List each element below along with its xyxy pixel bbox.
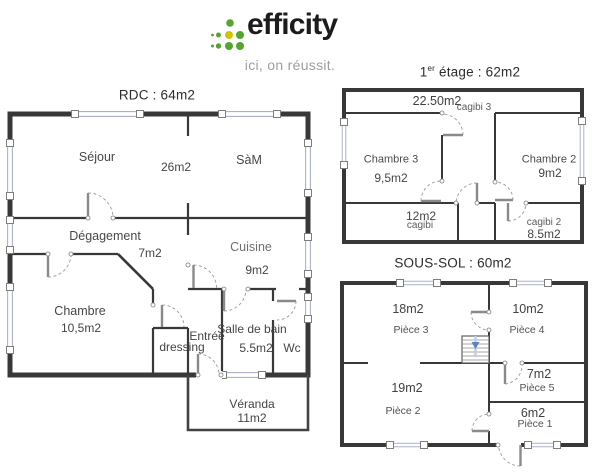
room-label-chambre2: Chambre 2 (521, 153, 577, 166)
room-label-piece1: Pièce 1 (517, 417, 553, 430)
room-label-piece3: Pièce 3 (393, 323, 429, 336)
room-area-piece3: 18m2 (392, 301, 424, 316)
room-area-sejour: 26m2 (160, 160, 192, 174)
efficity-dots-icon (211, 19, 244, 50)
room-label-veranda: Véranda (229, 397, 275, 411)
room-label-piece4: Pièce 4 (509, 323, 545, 336)
rdc-windows (6, 110, 312, 379)
room-label-cagibi2: cagibi 2 (526, 217, 562, 228)
room-area-chambre2: 9m2 (538, 166, 562, 180)
room-area-salle-de-bain: 5.5m2 (239, 341, 273, 355)
room-area-cuisine: 9m2 (245, 263, 269, 277)
sous-sol-title: SOUS-SOL : 60m2 (394, 255, 512, 271)
rdc-doors (45, 192, 299, 379)
room-area-chambre3: 9,5m2 (374, 171, 408, 185)
sous-sol-windows (386, 279, 561, 449)
room-label-sejour: Séjour (78, 149, 116, 164)
room-label-cagibi3: cagibi 3 (456, 102, 492, 113)
room-label-entree: Entrée (189, 329, 225, 343)
veranda-walls (186, 375, 310, 432)
room-area-cagibi3: 22.50m2 (412, 93, 462, 108)
etage-walls (342, 88, 584, 244)
room-area-piece5: 7m2 (526, 366, 552, 381)
room-area-piece1: 6m2 (520, 405, 546, 420)
room-label-salle-de-bain: Salle de bain (217, 322, 287, 336)
room-area-degagement: 7m2 (138, 246, 162, 260)
brand-tagline: ici, on réussit. (244, 57, 336, 73)
room-area-cagibi: 12m2 (405, 209, 437, 223)
sous-sol-stairs (461, 335, 490, 364)
room-label-chambre: Chambre (54, 303, 106, 318)
rdc-title: RDC : 64m2 (118, 87, 196, 103)
room-label-cuisine: Cuisine (230, 239, 272, 254)
stairs-down-arrow-icon (471, 342, 480, 349)
room-label-piece2: Pièce 2 (385, 404, 421, 417)
room-label-sam: SàM (236, 152, 262, 167)
etage-windows (340, 117, 586, 185)
room-area-cagibi2: 8.5m2 (527, 227, 561, 241)
room-label-degagement: Dégagement (69, 228, 141, 243)
brand-name: efficity (247, 8, 338, 41)
room-label-cagibi: cagibi (406, 220, 434, 231)
sous-sol-doors (470, 309, 525, 467)
room-label-chambre3: Chambre 3 (363, 153, 419, 166)
efficity-logo: efficity ici, on réussit. (205, 8, 375, 76)
room-area-chambre: 10,5m2 (60, 321, 102, 335)
room-label-piece5: Pièce 5 (519, 381, 555, 394)
room-area-piece2: 19m2 (391, 380, 423, 395)
room-label-dressing: dressing (159, 340, 205, 354)
etage-title: 1er étage : 62m2 (419, 64, 521, 80)
room-label-wc: Wc (283, 341, 301, 355)
room-area-piece4: 10m2 (512, 301, 544, 316)
room-area-veranda: 11m2 (237, 411, 267, 425)
etage-doors (420, 110, 529, 222)
